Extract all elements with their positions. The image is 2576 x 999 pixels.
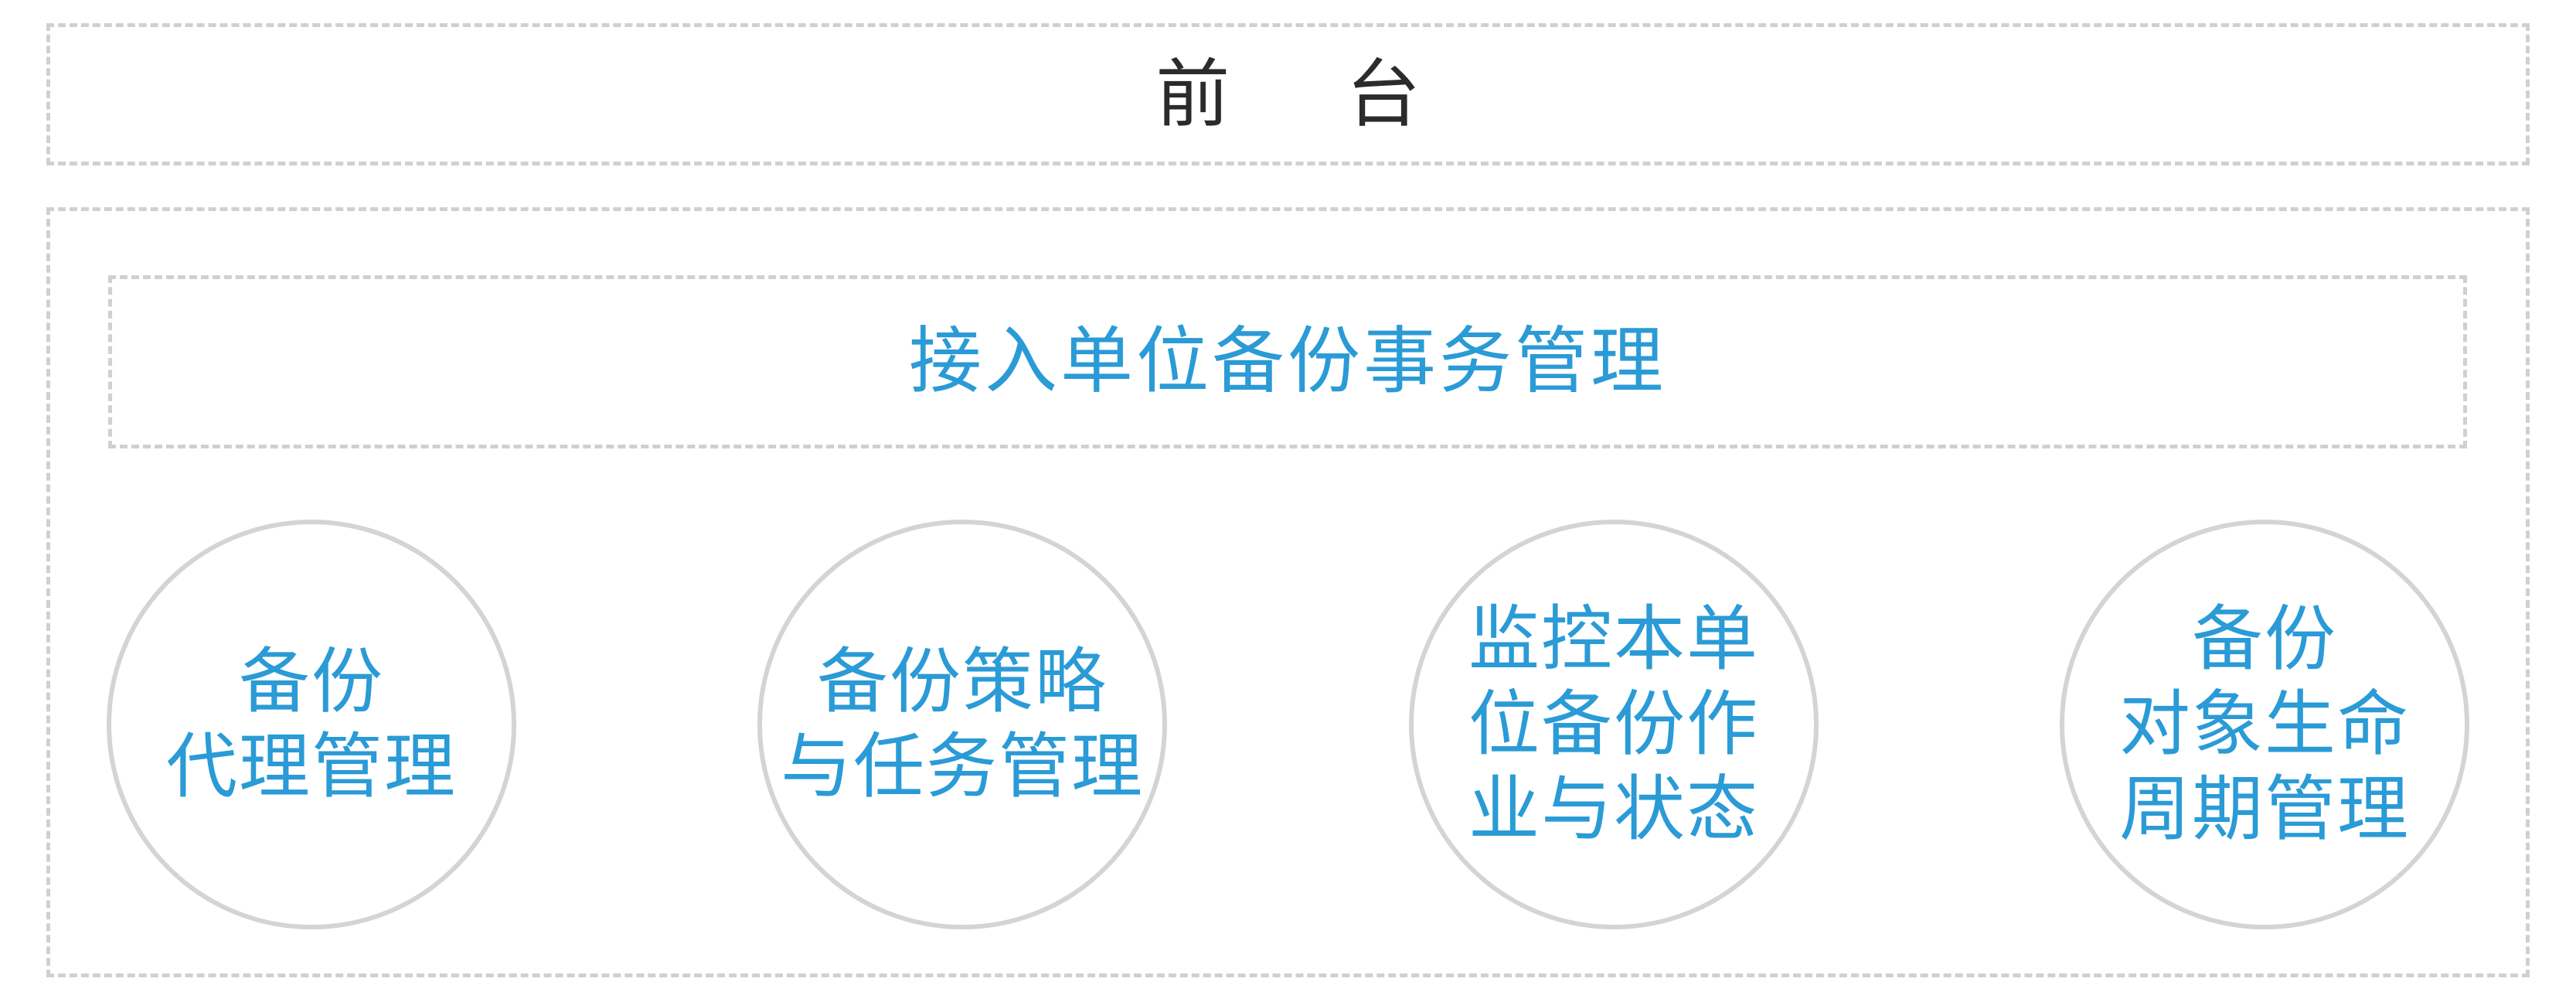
module-label-line: 对象生命 <box>2118 683 2410 765</box>
module-label-line: 与任务管理 <box>780 725 1144 808</box>
module-circle-monitoring: 监控本单 位备份作 业与状态 <box>1409 520 1819 929</box>
module-circle-backup-strategy: 备份策略 与任务管理 <box>757 520 1167 929</box>
business-management-title: 接入单位备份事务管理 <box>908 319 1666 404</box>
module-label-line: 周期管理 <box>2118 768 2410 851</box>
module-circle-lifecycle: 备份 对象生命 周期管理 <box>2060 520 2469 929</box>
module-circle-backup-agent: 备份 代理管理 <box>107 520 516 929</box>
module-label-line: 位备份作 <box>1468 683 1759 765</box>
frontend-layer-title: 前 台 <box>1155 51 1467 138</box>
module-label-line: 备份策略 <box>816 640 1108 723</box>
backend-layer-box <box>46 207 2530 977</box>
business-management-box: 接入单位备份事务管理 <box>108 275 2467 448</box>
module-label-line: 备份 <box>2191 598 2337 680</box>
frontend-layer-box: 前 台 <box>46 23 2530 165</box>
module-label-line: 备份 <box>238 640 384 723</box>
module-label-line: 代理管理 <box>165 725 457 808</box>
module-label-line: 监控本单 <box>1468 598 1759 680</box>
module-label-line: 业与状态 <box>1468 768 1759 851</box>
